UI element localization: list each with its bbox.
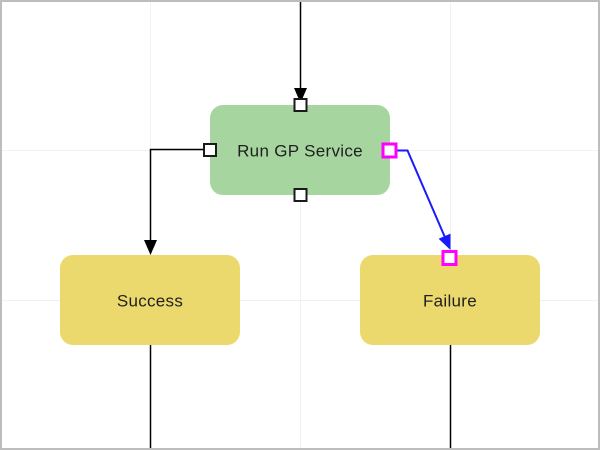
edge-run-gp-service-to-success[interactable] (144, 148, 205, 256)
selection-handle-source[interactable] (381, 142, 398, 159)
arrowhead-icon[interactable] (144, 240, 157, 255)
selected-arrowhead-icon[interactable] (438, 233, 451, 250)
port-bottom[interactable] (293, 188, 308, 202)
edge-line[interactable] (149, 148, 205, 242)
node-failure-shape[interactable] (360, 255, 540, 345)
node-success-shape[interactable] (60, 255, 240, 345)
node-run-gp-service-label: Run GP Service (237, 142, 363, 161)
node-success[interactable]: Success (60, 255, 240, 345)
node-run-gp-service-shape[interactable] (210, 105, 390, 195)
node-failure[interactable]: Failure (360, 255, 540, 345)
edge-run-gp-service-to-failure-selected[interactable] (396, 149, 451, 251)
node-success-label: Success (117, 292, 183, 311)
selected-edge-line[interactable] (396, 149, 447, 240)
port-top[interactable] (293, 98, 308, 112)
node-failure-label: Failure (423, 292, 477, 311)
edge-top-to-run-gp-service[interactable] (294, 2, 307, 103)
selection-handle-target[interactable] (441, 250, 458, 266)
arrowhead-icon[interactable] (294, 88, 307, 103)
node-run-gp-service[interactable]: Run GP Service (210, 105, 390, 195)
port-left[interactable] (203, 143, 217, 157)
